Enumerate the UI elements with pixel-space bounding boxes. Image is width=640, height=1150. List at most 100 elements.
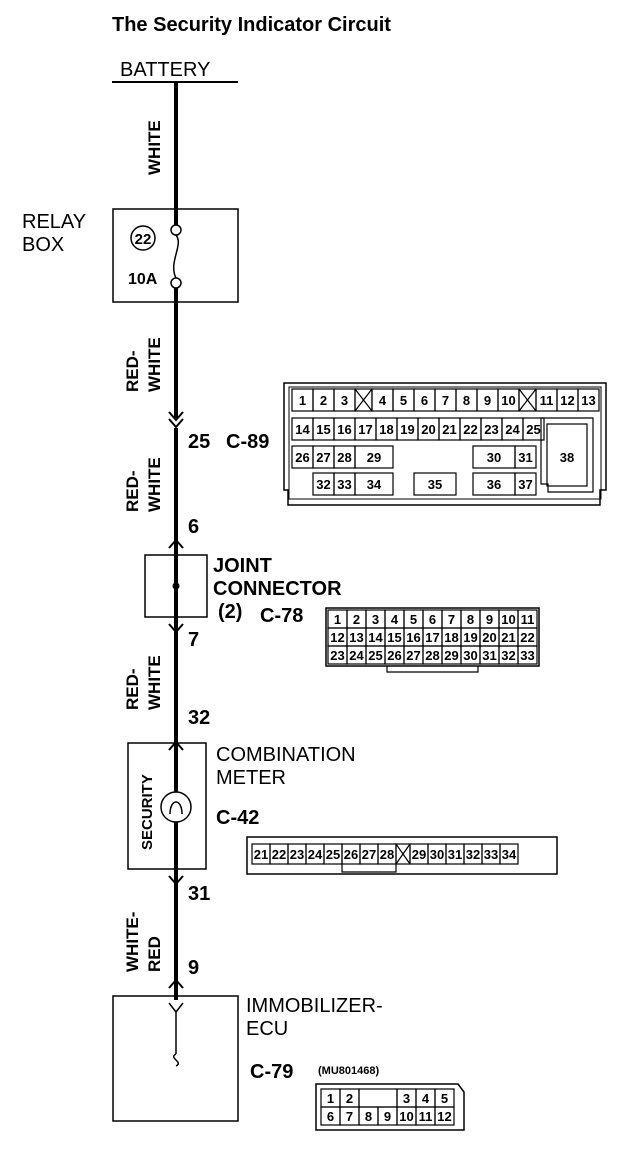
c78-pin-13: 13 [349, 630, 363, 645]
joint-connector-label-2: CONNECTOR [213, 578, 342, 600]
fuse-symbol [170, 224, 182, 289]
pin-32: 32 [188, 707, 210, 729]
c78-pin-17: 17 [425, 630, 439, 645]
wire-label-white: WHITE [145, 120, 164, 175]
immobilizer-entry-chevron [168, 978, 184, 989]
combination-meter-exit-chevron [168, 875, 184, 886]
c78-pin-14: 14 [368, 630, 383, 645]
c89-pin-30: 30 [487, 450, 501, 465]
c89-pin-35: 35 [428, 477, 442, 492]
c42-pin-25: 25 [326, 847, 340, 862]
relay-box-label-1: RELAY [22, 211, 86, 233]
svg-text:RED-: RED- [123, 668, 142, 710]
connector-pin-cell [577, 388, 600, 412]
c42-label: C-42 [216, 807, 259, 829]
c79-pin-2: 2 [346, 1091, 353, 1106]
c78-pin-26: 26 [387, 648, 401, 663]
c78-pin-7: 7 [448, 612, 455, 627]
immobilizer-ecu-terminal-symbol [168, 1002, 184, 1067]
c78-pin-24: 24 [349, 648, 364, 663]
c78-pin-27: 27 [406, 648, 420, 663]
c78-pin-15: 15 [387, 630, 401, 645]
c42-pin-32: 32 [466, 847, 480, 862]
c78-pin-28: 28 [425, 648, 439, 663]
svg-text:RED: RED [145, 936, 164, 972]
c89-pin-34: 34 [367, 477, 382, 492]
c78-pin-5: 5 [410, 612, 417, 627]
c89-pin-4: 4 [379, 393, 387, 408]
c79-label: C-79 [250, 1061, 293, 1083]
wire-label-red-white-2: RED- WHITE [123, 457, 164, 512]
connector-pin-cell [514, 472, 537, 496]
c79-pin-10: 10 [399, 1109, 413, 1124]
c89-pin-25: 25 [526, 422, 540, 437]
c89-label: C-89 [226, 431, 269, 453]
c89-pin-3: 3 [341, 393, 348, 408]
joint-connector-node [172, 582, 180, 590]
immobilizer-ecu-label-1: IMMOBILIZER- [246, 995, 383, 1017]
c89-pin-36: 36 [487, 477, 501, 492]
connector-pin-cell [522, 417, 545, 441]
c78-pin-8: 8 [467, 612, 474, 627]
c78-pin-20: 20 [482, 630, 496, 645]
c89-pin-8: 8 [463, 393, 470, 408]
c89-pin-32: 32 [316, 477, 330, 492]
svg-text:WHITE-: WHITE- [123, 912, 142, 972]
connector-pin-cell [434, 1106, 455, 1126]
c89-pin-19: 19 [400, 422, 414, 437]
c79-pin-9: 9 [384, 1109, 391, 1124]
c42-pin-33: 33 [484, 847, 498, 862]
c79-pin-5: 5 [441, 1091, 448, 1106]
c89-inline-chevrons [168, 411, 184, 429]
svg-text:RED-: RED- [123, 350, 142, 392]
battery-label: BATTERY [120, 59, 210, 81]
connector-pin-cell [358, 1088, 398, 1108]
c89-pin-23: 23 [484, 422, 498, 437]
c89-pin-15: 15 [316, 422, 330, 437]
svg-text:WHITE: WHITE [145, 120, 164, 175]
svg-text:RED-: RED- [123, 470, 142, 512]
c42-pin-24: 24 [308, 847, 323, 862]
pin-9: 9 [188, 957, 199, 979]
combination-meter-box [127, 742, 207, 870]
relay-box-label-2: BOX [22, 234, 64, 256]
c89-pin-29: 29 [367, 450, 381, 465]
c78-pin-25: 25 [368, 648, 382, 663]
c42-pin-28: 28 [380, 847, 394, 862]
c78-pin-29: 29 [444, 648, 458, 663]
c89-pin-28: 28 [337, 450, 351, 465]
connector-pin-cell [354, 445, 394, 469]
c42-pin-29: 29 [412, 847, 426, 862]
c79-pin-4: 4 [422, 1091, 430, 1106]
c79-part-number: (MU801468) [318, 1065, 379, 1077]
connector-pin-cell [354, 472, 394, 496]
c89-pin-24: 24 [505, 422, 520, 437]
c89-pin-27: 27 [316, 450, 330, 465]
connector-pin-cell [413, 472, 457, 496]
wire-label-white-red: WHITE- RED [123, 912, 164, 972]
c78-pin-18: 18 [444, 630, 458, 645]
c79-pin-3: 3 [403, 1091, 410, 1106]
c78-pin-11: 11 [521, 612, 535, 627]
fuse-number-circle [130, 225, 156, 251]
combination-meter-entry-chevron [168, 740, 184, 751]
joint-connector-label-3: (2) [218, 601, 242, 623]
combination-meter-label-2: METER [216, 767, 286, 789]
immobilizer-ecu-box [112, 995, 239, 1122]
c89-pin-5: 5 [400, 393, 407, 408]
c89-pin-7: 7 [442, 393, 449, 408]
pin-7: 7 [188, 629, 199, 651]
c78-pin-2: 2 [353, 612, 360, 627]
joint-connector-entry-chevron [168, 538, 184, 549]
security-indicator-label: SECURITY [139, 774, 156, 850]
joint-connector-box [144, 554, 208, 618]
immobilizer-ecu-label-2: ECU [246, 1018, 288, 1040]
c79-pin-7: 7 [346, 1109, 353, 1124]
c78-pin-4: 4 [391, 612, 399, 627]
c42-pin-27: 27 [362, 847, 376, 862]
c89-pin-14: 14 [295, 422, 310, 437]
c89-pin-17: 17 [358, 422, 372, 437]
